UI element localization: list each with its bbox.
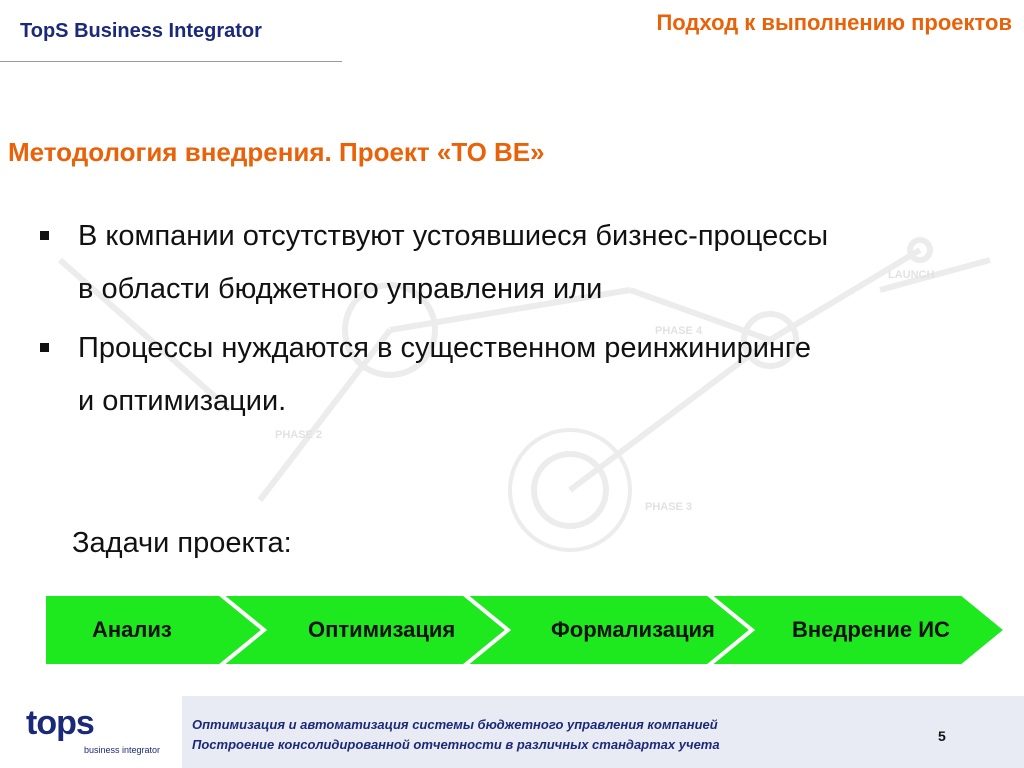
- slide-heading: Методология внедрения. Проект «ТО BE»: [8, 137, 545, 167]
- tasks-label: Задачи проекта:: [72, 527, 292, 559]
- page-number: 5: [938, 728, 946, 744]
- header-divider: [0, 61, 342, 62]
- bullet-text: Процессы нуждаются в существенном реинжи…: [78, 332, 812, 417]
- stage-arrow-implementation: [702, 592, 1010, 668]
- bullet-text: В компании отсутствуют устоявшиеся бизне…: [78, 220, 829, 305]
- footer-line-1: Оптимизация и автоматизация системы бюдж…: [192, 717, 718, 732]
- section-title: Подход к выполнению проектов: [656, 10, 1012, 35]
- watermark-label-phase-3: PHASE 3: [645, 501, 692, 513]
- bullet-item: Процессы нуждаются в существенном реинжи…: [40, 322, 830, 428]
- watermark-label-launch: LAUNCH: [888, 269, 934, 281]
- logo-tagline: business integrator: [84, 745, 161, 755]
- stage-label-formalization: Формализация: [551, 617, 715, 642]
- bullet-square-icon: [40, 343, 49, 352]
- brand-title: TopS Business Integrator: [20, 20, 262, 42]
- bullet-list: В компании отсутствуют устоявшиеся бизне…: [40, 210, 830, 434]
- logo-wordmark: tops: [26, 704, 95, 742]
- stage-label-optimization: Оптимизация: [308, 617, 456, 642]
- stage-label-analysis: Анализ: [92, 617, 172, 642]
- footer: [0, 696, 1024, 768]
- footer-band: [182, 696, 1024, 768]
- bullet-item: В компании отсутствуют устоявшиеся бизне…: [40, 210, 830, 316]
- stage-label-implementation: Внедрение ИС: [792, 617, 950, 642]
- tops-logo: tops business integrator: [26, 704, 160, 755]
- footer-line-2: Построение консолидированной отчетности …: [192, 737, 720, 752]
- footer-text: Оптимизация и автоматизация системы бюдж…: [192, 715, 720, 755]
- stage-flow: [42, 592, 1010, 668]
- bullet-square-icon: [40, 231, 49, 240]
